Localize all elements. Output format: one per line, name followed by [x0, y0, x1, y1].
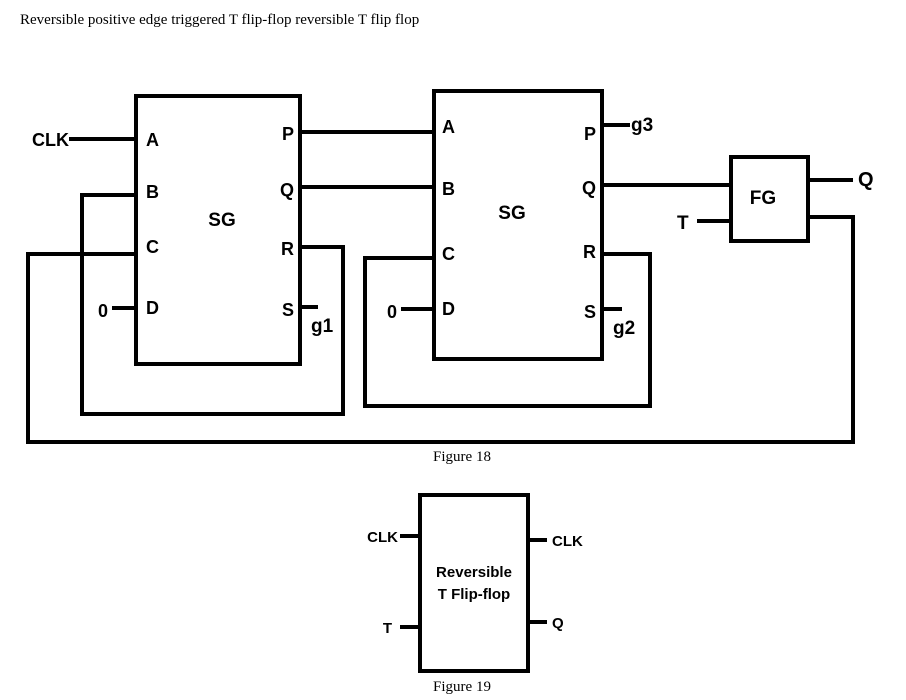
sg2-feedback-wire [363, 252, 652, 408]
page-title: Reversible positive edge triggered T fli… [20, 12, 420, 28]
in-clk-label: CLK [367, 529, 398, 546]
sg1-out-q: Q [280, 180, 294, 200]
sg2-out-q: Q [582, 178, 596, 198]
g3-label: g3 [631, 115, 653, 136]
block-line-1: Reversible [436, 564, 512, 581]
sg2-out-p: P [584, 124, 596, 144]
sg2-in-b: B [442, 179, 455, 199]
fg-block [729, 155, 810, 243]
clk-label: CLK [32, 130, 69, 150]
figure-19: Reversible T Flip-flop CLK T CLK Q Figur… [367, 493, 583, 695]
block-line-2: T Flip-flop [438, 586, 510, 603]
figure-18-caption: Figure 18 [433, 449, 491, 465]
sg2-block [432, 89, 604, 361]
sg1-out-p: P [282, 124, 294, 144]
sg2-out-r: R [583, 242, 596, 262]
q-label: Q [858, 169, 874, 191]
sg2-in-c: C [442, 244, 455, 264]
sg1-in-b: B [146, 182, 159, 202]
figure-19-caption: Figure 19 [433, 679, 491, 695]
in-t-label: T [383, 620, 392, 637]
sg1-in-a: A [146, 130, 159, 150]
g1-label: g1 [311, 316, 334, 337]
sg1-out-s: S [282, 300, 294, 320]
fg-feedback-wire [26, 215, 855, 444]
reversible-t-flipflop-block [418, 493, 530, 673]
sg1-in-d: D [146, 298, 159, 318]
fg-name: FG [750, 188, 776, 209]
sg1-out-r: R [281, 239, 294, 259]
figure-18: SG A B C D P Q R S SG A B C D P Q R S FG [26, 89, 874, 465]
sg1-block [134, 94, 302, 366]
sg1-name: SG [208, 210, 235, 231]
g2-label: g2 [613, 318, 635, 339]
sg2-name: SG [498, 203, 525, 224]
sg1-in-c: C [146, 237, 159, 257]
sg2-out-s: S [584, 302, 596, 322]
sg2-in-d: D [442, 299, 455, 319]
sg2-in-a: A [442, 117, 455, 137]
t-label: T [677, 213, 689, 234]
zero2-label: 0 [387, 302, 397, 322]
zero1-label: 0 [98, 301, 108, 321]
sg1-feedback-wire [80, 193, 345, 416]
out-q-label: Q [552, 615, 564, 632]
out-clk-label: CLK [552, 533, 583, 550]
